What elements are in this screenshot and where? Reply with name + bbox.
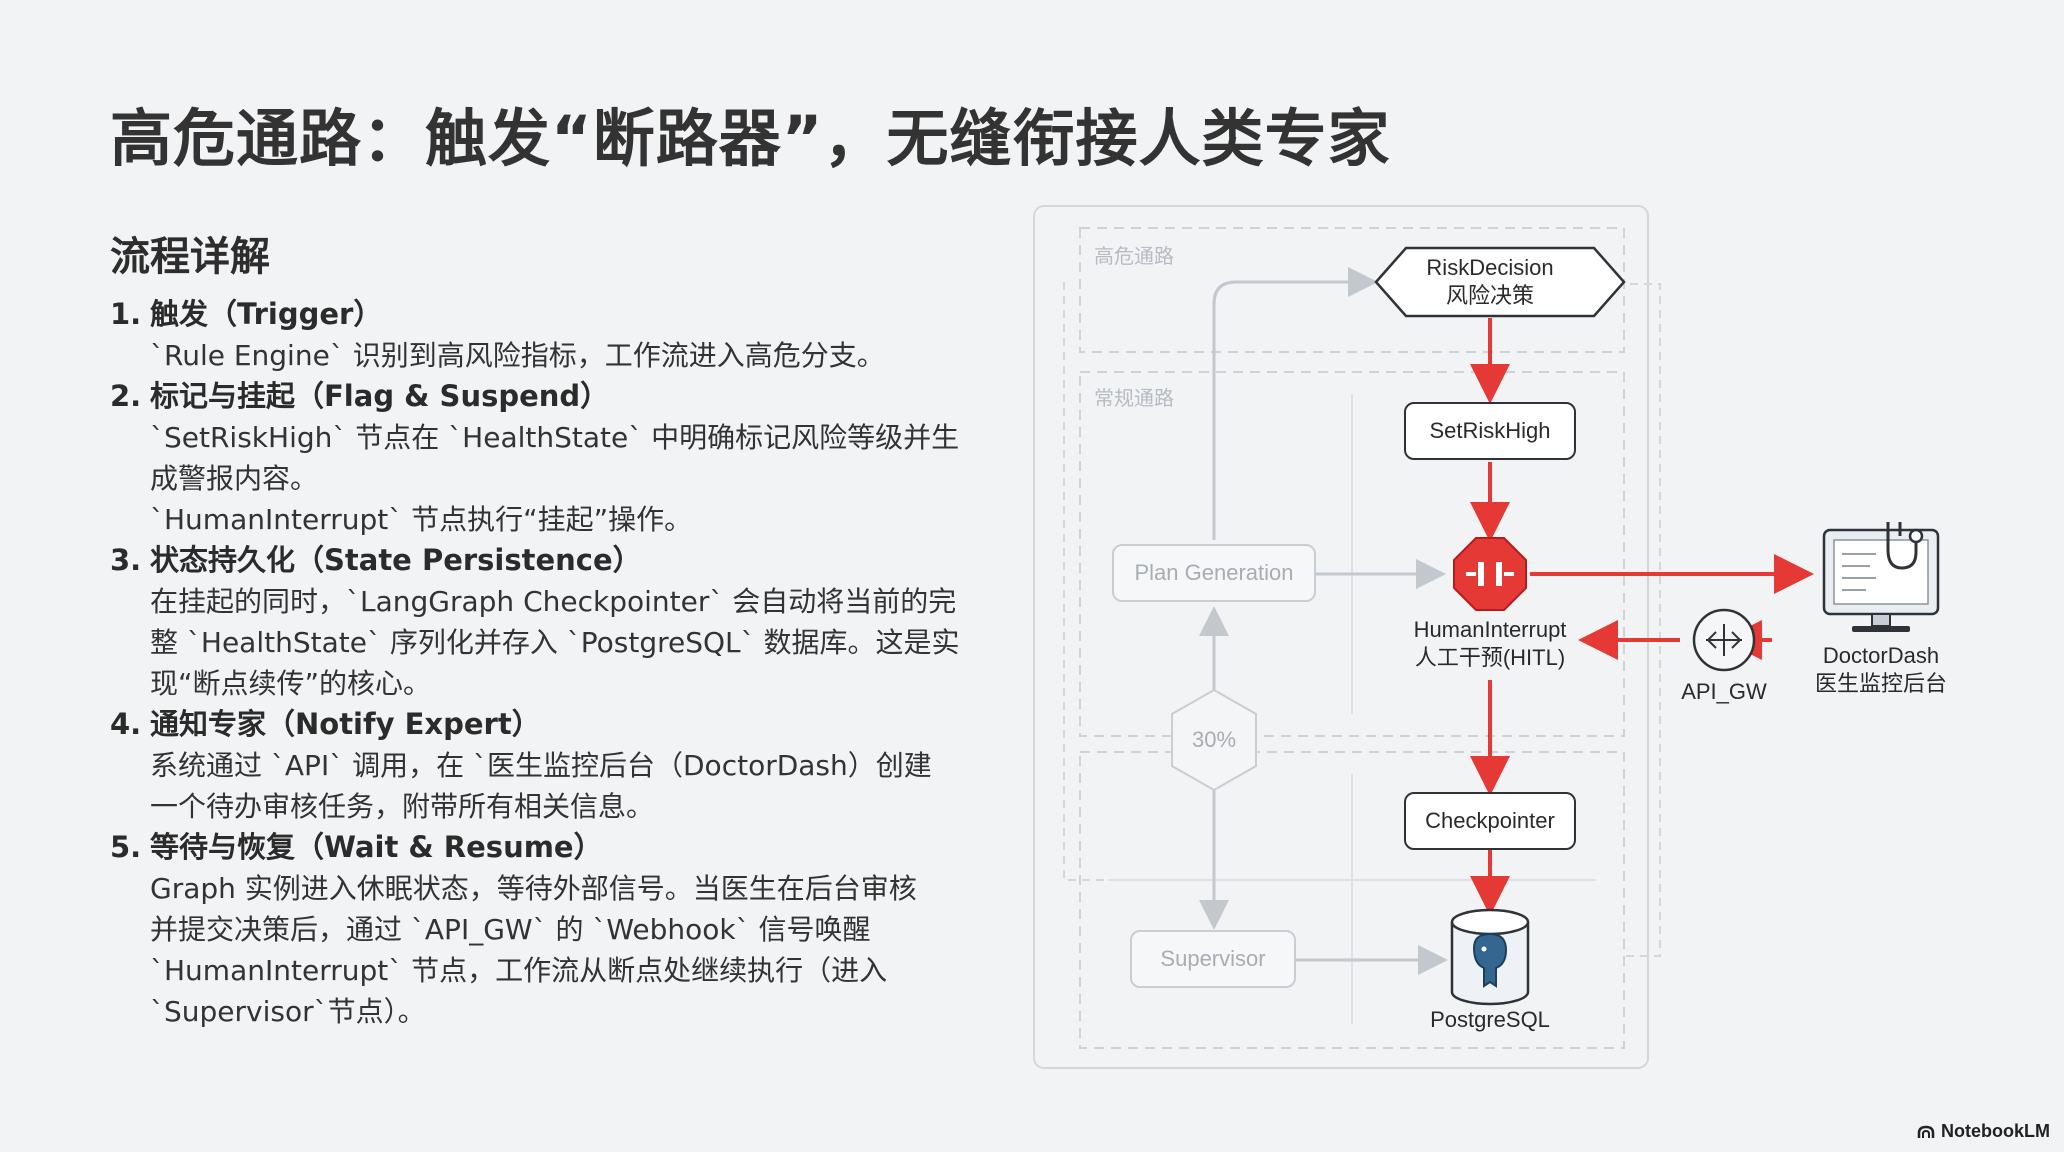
step-body-line: 并提交决策后，通过 `API_GW` 的 `Webhook` 信号唤醒: [150, 913, 871, 946]
step-body-line: `Supervisor`节点）。: [150, 995, 426, 1028]
postgres-database-icon: [1450, 908, 1530, 1006]
step-body: `SetRiskHigh` 节点在 `HealthState` 中明确标记风险等…: [110, 417, 990, 540]
step-body-line: 一个待办审核任务，附带所有相关信息。: [150, 790, 655, 823]
step-heading: 3.状态持久化（State Persistence）: [110, 540, 990, 581]
step-heading: 5.等待与恢复（Wait & Resume）: [110, 827, 990, 868]
step-heading: 4.通知专家（Notify Expert）: [110, 704, 990, 745]
step-heading: 1.触发（Trigger）: [110, 294, 990, 335]
lane-high-risk-label: 高危通路: [1094, 244, 1174, 268]
notebooklm-logo-icon: [1917, 1125, 1935, 1138]
diagram-canvas: [1033, 205, 1940, 1069]
step-body-line: `HumanInterrupt` 节点，工作流从断点处继续执行（进入: [150, 954, 888, 987]
step-item: 4.通知专家（Notify Expert）系统通过 `API` 调用，在 `医生…: [110, 704, 990, 827]
risk-decision-node: [1374, 246, 1626, 318]
checkpointer-node: Checkpointer: [1404, 792, 1576, 850]
step-body-line: 系统通过 `API` 调用，在 `医生监控后台（DoctorDash）创建: [150, 749, 932, 782]
lane-bottom: [1079, 751, 1625, 1049]
doctor-dash-label: DoctorDash 医生监控后台: [1814, 643, 1947, 696]
supervisor-node: Supervisor: [1130, 930, 1296, 988]
step-body-line: 整 `HealthState` 序列化并存入 `PostgreSQL` 数据库。…: [150, 626, 960, 659]
step-body: 系统通过 `API` 调用，在 `医生监控后台（DoctorDash）创建一个待…: [110, 745, 990, 827]
plan-generation-node: Plan Generation: [1112, 544, 1316, 602]
lane-normal-label: 常规通路: [1094, 386, 1174, 410]
step-item: 3.状态持久化（State Persistence）在挂起的同时，`LangGr…: [110, 540, 990, 704]
section-title: 流程详解: [110, 234, 270, 280]
flow-diagram: 高危通路 常规通路 RiskDecision 风险决策 SetRiskHigh …: [1030, 204, 2064, 1084]
risk-decision-label: RiskDecision 风险决策: [1426, 255, 1554, 308]
step-body-line: 现“断点续传”的核心。: [150, 667, 432, 700]
step-item: 5.等待与恢复（Wait & Resume）Graph 实例进入休眠状态，等待外…: [110, 827, 990, 1032]
step-body-line: `Rule Engine` 识别到高风险指标，工作流进入高危分支。: [150, 339, 885, 372]
step-body-line: `SetRiskHigh` 节点在 `HealthState` 中明确标记风险等…: [150, 421, 960, 454]
step-heading-text: 状态持久化（State Persistence）: [150, 543, 642, 577]
step-item: 2.标记与挂起（Flag & Suspend） `SetRiskHigh` 节点在…: [110, 376, 990, 540]
step-list: 1.触发（Trigger） `Rule Engine` 识别到高风险指标，工作流进…: [110, 294, 990, 1032]
step-heading-text: 等待与恢复（Wait & Resume）: [150, 830, 603, 864]
step-heading-text: 通知专家（Notify Expert）: [150, 707, 541, 741]
step-heading-text: 触发（Trigger）: [150, 297, 383, 331]
brand-name: NotebookLM: [1941, 1121, 2050, 1141]
step-number: 3.: [110, 543, 142, 577]
step-body-line: 成警报内容。: [150, 462, 319, 495]
lane-normal: [1079, 371, 1625, 737]
page-title: 高危通路：触发“断路器”，无缝衔接人类专家: [110, 102, 1391, 175]
step-body: Graph 实例进入休眠状态，等待外部信号。当医生在后台审核并提交决策后，通过 …: [110, 868, 990, 1032]
set-risk-high-node: SetRiskHigh: [1404, 402, 1576, 460]
step-body: 在挂起的同时，`LangGraph Checkpointer` 会自动将当前的完…: [110, 581, 990, 704]
step-heading-text: 标记与挂起（Flag & Suspend）: [150, 379, 610, 413]
step-number: 5.: [110, 830, 142, 864]
step-body-line: 在挂起的同时，`LangGraph Checkpointer` 会自动将当前的完: [150, 585, 957, 618]
api-gateway-icon: [1692, 608, 1756, 672]
api-gw-label: API_GW: [1681, 679, 1767, 704]
step-number: 1.: [110, 297, 142, 331]
step-heading: 2.标记与挂起（Flag & Suspend）: [110, 376, 990, 417]
step-body: `Rule Engine` 识别到高风险指标，工作流进入高危分支。: [110, 335, 990, 376]
brand-watermark: NotebookLM: [1917, 1121, 2050, 1142]
step-body-line: Graph 实例进入休眠状态，等待外部信号。当医生在后台审核: [150, 872, 917, 905]
doctor-dash-monitor-icon: [1822, 522, 1940, 632]
outer-frame: [1033, 205, 1649, 1069]
step-body-line: `HumanInterrupt` 节点执行“挂起”操作。: [150, 503, 693, 536]
process-detail-panel: 流程详解 1.触发（Trigger） `Rule Engine` 识别到高风险指标…: [110, 224, 990, 1032]
percent-hexagon: [1171, 688, 1257, 792]
step-number: 2.: [110, 379, 142, 413]
step-number: 4.: [110, 707, 142, 741]
step-item: 1.触发（Trigger） `Rule Engine` 识别到高风险指标，工作流进…: [110, 294, 990, 376]
human-interrupt-icon: [1453, 537, 1527, 611]
lane-high-risk: [1079, 227, 1625, 353]
human-interrupt-label: HumanInterrupt 人工干预(HITL): [1413, 617, 1567, 670]
postgres-label: PostgreSQL: [1430, 1007, 1550, 1032]
percent-label: 30%: [1191, 727, 1237, 752]
